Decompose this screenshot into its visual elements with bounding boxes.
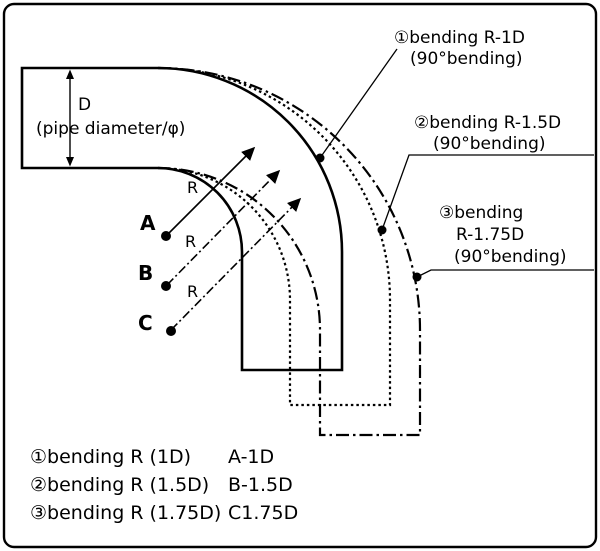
callout-1-title: ①bending R-1D	[394, 28, 525, 48]
radius-label-a: R	[187, 178, 198, 197]
pipe-1-75d-dashdot-outline	[157, 66, 422, 437]
callout-2-title: ②bending R-1.5D	[414, 113, 561, 133]
callout-1-dot	[315, 153, 325, 163]
legend: ①bending R (1D) A-1D ②bending R (1.5D) B…	[30, 446, 298, 524]
radius-arrow-a	[166, 146, 256, 236]
callout-3-subtitle: (90°bending)	[454, 247, 567, 267]
legend-label-2: ②bending R (1.5D)	[30, 474, 209, 496]
point-b-dot	[161, 281, 171, 291]
point-a-label: A	[140, 211, 156, 235]
legend-label-3: ③bending R (1.75D)	[30, 502, 221, 524]
callout-2-subtitle: (90°bending)	[433, 134, 546, 154]
legend-value-3: C1.75D	[228, 502, 298, 524]
callout-2-dot	[377, 225, 387, 235]
diameter-arrow	[66, 69, 74, 167]
radius-label-b: R	[185, 232, 196, 251]
callout-3-title: ③bending	[439, 203, 523, 223]
callout-3-title2: R-1.75D	[456, 225, 524, 245]
pipe-1-5d-dotted-outline	[157, 66, 392, 407]
callout-3-leader	[416, 269, 594, 278]
legend-value-2: B-1.5D	[228, 474, 293, 496]
point-c-label: C	[138, 311, 153, 335]
radius-label-c: R	[187, 282, 198, 301]
callout-1-subtitle: (90°bending)	[410, 49, 523, 69]
callout-2-leader	[381, 154, 594, 231]
legend-value-1: A-1D	[228, 446, 274, 468]
diameter-label: D	[78, 95, 91, 115]
legend-label-1: ①bending R (1D)	[30, 446, 191, 468]
diameter-sub-label: (pipe diameter/φ)	[36, 119, 185, 139]
pipe-1d-solid-outline	[20, 66, 344, 372]
callout-1-leader	[319, 48, 398, 159]
point-a-dot	[161, 231, 171, 241]
callout-3-dot	[412, 272, 422, 282]
point-c-dot	[166, 326, 176, 336]
radius-arrow-c	[170, 197, 302, 331]
point-b-label: B	[138, 261, 153, 285]
